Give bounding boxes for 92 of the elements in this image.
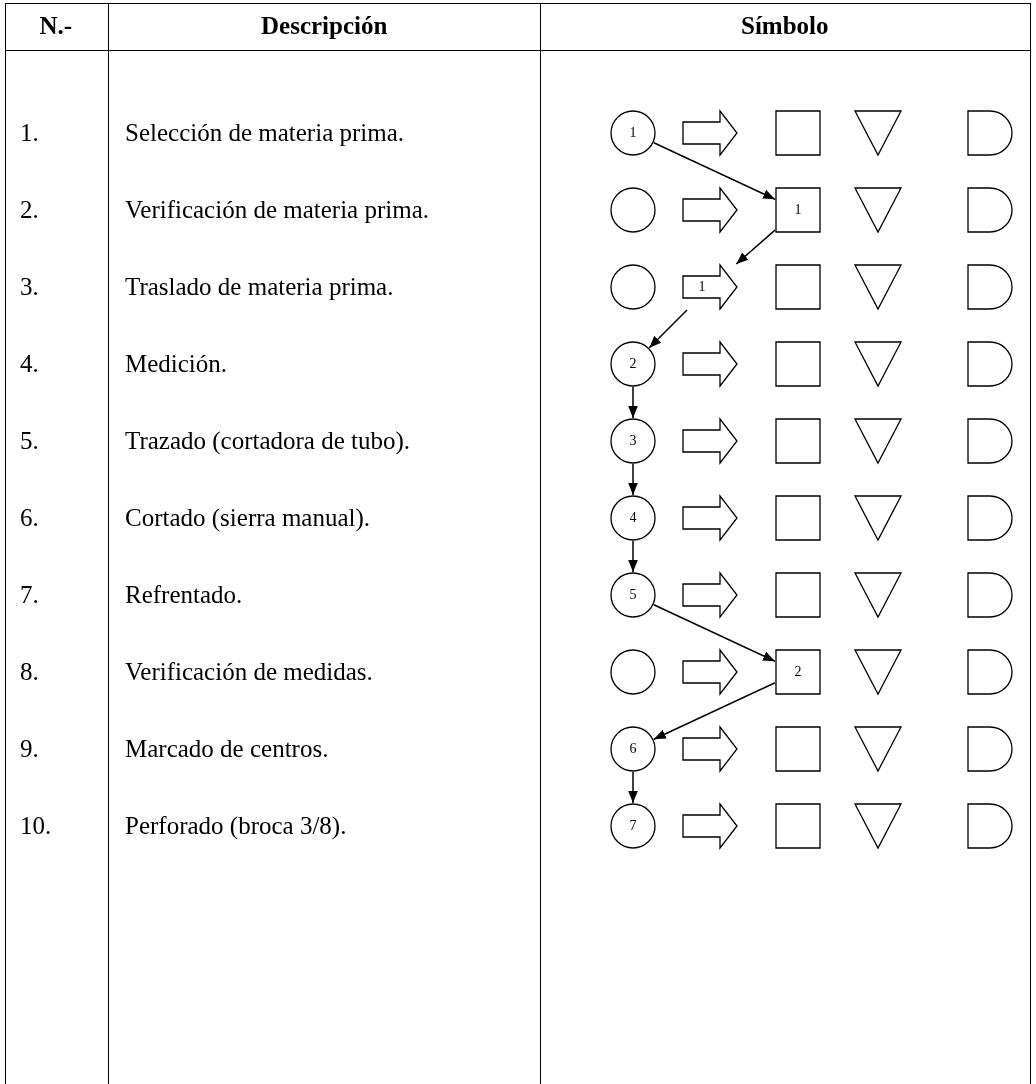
square-symbol bbox=[775, 803, 821, 849]
row-number: 2. bbox=[20, 195, 39, 225]
step-number: 2 bbox=[794, 664, 802, 680]
square-symbol bbox=[775, 264, 821, 310]
arrow-symbol bbox=[682, 495, 738, 541]
column-header: Símbolo bbox=[741, 11, 829, 41]
square-symbol bbox=[775, 187, 821, 233]
circle-symbol bbox=[610, 649, 656, 695]
triangle-symbol bbox=[854, 264, 902, 310]
column-header: N.- bbox=[39, 11, 73, 41]
circle-symbol bbox=[610, 187, 656, 233]
row-number: 9. bbox=[20, 734, 39, 764]
circle-symbol bbox=[610, 341, 656, 387]
arrow-symbol bbox=[682, 187, 738, 233]
triangle-symbol bbox=[854, 572, 902, 618]
step-number: 6 bbox=[629, 741, 637, 757]
arrow-symbol bbox=[682, 572, 738, 618]
d-shape-symbol bbox=[967, 649, 1013, 695]
circle-symbol bbox=[610, 572, 656, 618]
d-shape-symbol bbox=[967, 341, 1013, 387]
description-text: Perforado (broca 3/8). bbox=[125, 811, 347, 841]
d-shape-symbol bbox=[967, 803, 1013, 849]
column-header: Descripción bbox=[261, 11, 388, 41]
arrow-symbol bbox=[682, 264, 738, 310]
flow-arrow bbox=[628, 771, 638, 804]
circle-symbol bbox=[610, 726, 656, 772]
square-symbol bbox=[775, 726, 821, 772]
description-text: Medición. bbox=[125, 349, 228, 379]
square-symbol bbox=[775, 572, 821, 618]
square-symbol bbox=[775, 110, 821, 156]
step-number: 1 bbox=[629, 125, 637, 141]
flow-arrow bbox=[628, 540, 638, 573]
row-number: 3. bbox=[20, 272, 39, 302]
circle-symbol bbox=[610, 110, 656, 156]
step-number: 1 bbox=[794, 202, 802, 218]
triangle-symbol bbox=[854, 418, 902, 464]
d-shape-symbol bbox=[967, 110, 1013, 156]
flow-arrow bbox=[735, 229, 776, 265]
d-shape-symbol bbox=[967, 418, 1013, 464]
row-number: 5. bbox=[20, 426, 39, 456]
description-text: Verificación de medidas. bbox=[125, 657, 373, 687]
d-shape-symbol bbox=[967, 726, 1013, 772]
step-number: 4 bbox=[629, 510, 637, 526]
triangle-symbol bbox=[854, 726, 902, 772]
arrow-symbol bbox=[682, 803, 738, 849]
description-text: Traslado de materia prima. bbox=[125, 272, 394, 302]
arrow-symbol bbox=[682, 418, 738, 464]
step-number: 2 bbox=[629, 356, 637, 372]
row-number: 4. bbox=[20, 349, 39, 379]
square-symbol bbox=[775, 495, 821, 541]
flow-arrow bbox=[628, 386, 638, 419]
flow-arrow bbox=[648, 309, 688, 349]
square-symbol bbox=[775, 341, 821, 387]
description-text: Verificación de materia prima. bbox=[125, 195, 430, 225]
circle-symbol bbox=[610, 418, 656, 464]
square-symbol bbox=[775, 649, 821, 695]
row-number: 8. bbox=[20, 657, 39, 687]
triangle-symbol bbox=[854, 187, 902, 233]
arrow-symbol bbox=[682, 726, 738, 772]
d-shape-symbol bbox=[967, 572, 1013, 618]
circle-symbol bbox=[610, 495, 656, 541]
row-number: 7. bbox=[20, 580, 39, 610]
row-number: 6. bbox=[20, 503, 39, 533]
d-shape-symbol bbox=[967, 495, 1013, 541]
row-number: 1. bbox=[20, 118, 39, 148]
d-shape-symbol bbox=[967, 264, 1013, 310]
arrow-symbol bbox=[682, 110, 738, 156]
flow-arrow bbox=[628, 463, 638, 496]
d-shape-symbol bbox=[967, 187, 1013, 233]
description-text: Trazado (cortadora de tubo). bbox=[125, 426, 411, 456]
square-symbol bbox=[775, 418, 821, 464]
arrow-symbol bbox=[682, 649, 738, 695]
flow-arrow bbox=[653, 604, 776, 662]
flow-arrow bbox=[653, 682, 776, 740]
description-text: Cortado (sierra manual). bbox=[125, 503, 371, 533]
row-number: 10. bbox=[20, 811, 52, 841]
description-text: Selección de materia prima. bbox=[125, 118, 405, 148]
circle-symbol bbox=[610, 803, 656, 849]
triangle-symbol bbox=[854, 495, 902, 541]
step-number: 7 bbox=[629, 818, 637, 834]
triangle-symbol bbox=[854, 649, 902, 695]
step-number: 5 bbox=[629, 587, 637, 603]
flow-arrow bbox=[653, 142, 776, 200]
step-number: 1 bbox=[698, 279, 706, 295]
step-number: 3 bbox=[629, 433, 637, 449]
description-text: Refrentado. bbox=[125, 580, 243, 610]
arrow-symbol bbox=[682, 341, 738, 387]
triangle-symbol bbox=[854, 803, 902, 849]
triangle-symbol bbox=[854, 341, 902, 387]
circle-symbol bbox=[610, 264, 656, 310]
description-text: Marcado de centros. bbox=[125, 734, 329, 764]
triangle-symbol bbox=[854, 110, 902, 156]
